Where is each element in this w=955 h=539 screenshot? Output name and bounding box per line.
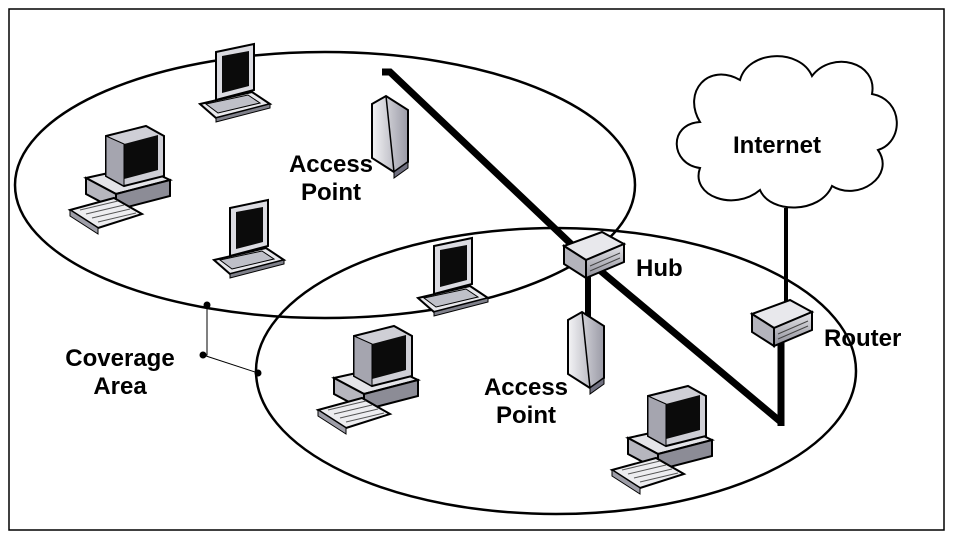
label-router: Router (824, 325, 901, 352)
label-access-point-upper-line1: Access (289, 151, 373, 178)
coverage-leader-dot-upper (203, 301, 211, 309)
internet-cloud-icon (675, 55, 898, 209)
coverage-leader-dot-joint (199, 351, 207, 359)
label-internet: Internet (733, 132, 821, 159)
label-hub: Hub (636, 255, 683, 282)
cable-access-point-to-hub (382, 68, 593, 265)
label-access-point-upper-line2: Point (301, 179, 361, 206)
cable-hub-to-router-diagonal (587, 259, 785, 426)
coverage-leader-dot-lower (254, 369, 262, 377)
label-access-point-lower-line2: Point (496, 402, 556, 429)
label-coverage-area-line2: Area (93, 373, 147, 400)
coverage-area-ellipse-upper (13, 50, 637, 320)
label-access-point-lower-line1: Access (484, 374, 568, 401)
label-coverage-area-line1: Coverage (65, 345, 174, 372)
